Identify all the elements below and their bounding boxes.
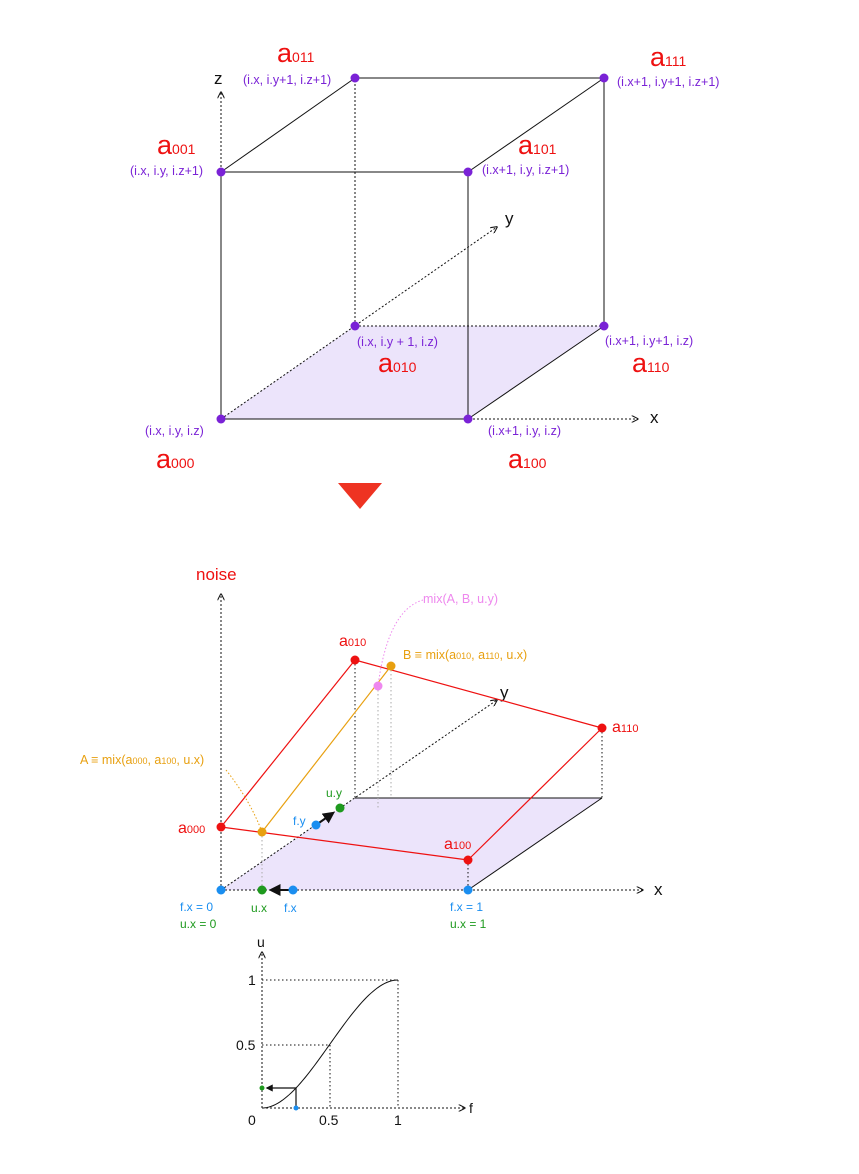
noise-point-a000	[216, 822, 226, 832]
point-fy	[311, 820, 321, 830]
corner-point-101	[463, 167, 473, 177]
label-fx: f.x	[284, 901, 297, 915]
leader-A	[225, 769, 263, 833]
coord-label-100: (i.x+1, i.y, i.z)	[488, 424, 561, 438]
noise-label-a100: a100	[444, 836, 471, 853]
surface-edge	[467, 727, 603, 861]
noise-point-a010	[350, 655, 360, 665]
coord-label-111: (i.x+1, i.y+1, i.z+1)	[617, 75, 719, 89]
point-fx0	[216, 885, 226, 895]
noise-x-label: x	[654, 880, 663, 899]
coord-label-010: (i.x, i.y + 1, i.z)	[357, 335, 438, 349]
noise-floor-edge	[467, 797, 603, 891]
point-fx1	[463, 885, 473, 895]
noise-point-a100	[463, 855, 473, 865]
corner-label-011: a011	[277, 38, 315, 68]
corner-label-000: a000	[156, 444, 195, 474]
noise-label-a110: a110	[612, 719, 638, 736]
corner-label-010: a010	[378, 348, 417, 378]
coord-label-011: (i.x, i.y+1, i.z+1)	[243, 73, 331, 87]
cube-z-label: z	[214, 69, 223, 88]
label-uy: u.y	[326, 786, 342, 800]
corner-label-001: a001	[157, 130, 196, 160]
cube-x-label: x	[650, 408, 659, 427]
label-fx0: f.x = 0	[180, 900, 213, 914]
label-ux: u.x	[251, 901, 267, 915]
label-ux0: u.x = 0	[180, 917, 217, 931]
noise-label-a010: a010	[339, 633, 366, 650]
smoothstep-graph: f u 0 0.5 1 0.5 1	[236, 934, 473, 1128]
corner-point-011	[350, 73, 360, 83]
corner-point-010	[350, 321, 360, 331]
noise-axis-label: noise	[196, 565, 237, 584]
ab-line	[261, 665, 392, 833]
x-tick-label: 0	[248, 1112, 256, 1128]
corner-point-100	[463, 414, 473, 424]
point-fx	[288, 885, 298, 895]
corner-point-110	[599, 321, 609, 331]
x-tick-label: 0.5	[319, 1112, 339, 1128]
noise-diagram: noise x y	[80, 565, 663, 931]
leader-mix	[377, 599, 424, 687]
smoothstep-curve	[261, 979, 399, 1109]
label-B: B ≡ mix(a010, a110, u.x)	[403, 648, 527, 662]
y-tick-label: 1	[248, 972, 256, 988]
cube-floor	[221, 326, 604, 419]
coord-label-110: (i.x+1, i.y+1, i.z)	[605, 334, 693, 348]
surface-edge	[354, 659, 603, 729]
curve-x-axis-label: f	[469, 1100, 473, 1116]
point-mix	[373, 681, 383, 691]
cube-edge	[467, 77, 605, 173]
label-A: A ≡ mix(a000, a100, u.x)	[80, 753, 204, 767]
down-arrow-icon	[338, 483, 382, 509]
surface-edge	[220, 659, 356, 828]
corner-label-110: a110	[632, 348, 670, 378]
corner-point-111	[599, 73, 609, 83]
noise-y-label: y	[500, 683, 509, 702]
y-tick-label: 0.5	[236, 1037, 256, 1053]
label-fx1: f.x = 1	[450, 900, 483, 914]
noise-point-a110	[597, 723, 607, 733]
sample-f-point	[293, 1105, 299, 1111]
coord-label-101: (i.x+1, i.y, i.z+1)	[482, 163, 569, 177]
point-A	[257, 827, 267, 837]
corner-point-001	[216, 167, 226, 177]
label-fy: f.y	[293, 814, 306, 828]
point-B	[386, 661, 396, 671]
label-mix: mix(A, B, u.y)	[423, 592, 498, 606]
corner-label-100: a100	[508, 444, 547, 474]
point-uy	[335, 803, 345, 813]
coord-label-001: (i.x, i.y, i.z+1)	[130, 164, 203, 178]
cube-y-axis	[220, 227, 497, 420]
coord-label-000: (i.x, i.y, i.z)	[145, 424, 204, 438]
curve-y-axis-label: u	[257, 934, 265, 950]
cube-y-label: y	[505, 209, 514, 228]
point-ux	[257, 885, 267, 895]
corner-label-111: a111	[650, 42, 687, 72]
corner-point-000	[216, 414, 226, 424]
sample-u-point	[259, 1085, 265, 1091]
x-tick-label: 1	[394, 1112, 402, 1128]
cube-diagram: x y z a000	[130, 38, 719, 474]
cube-edge	[467, 325, 605, 420]
corner-label-101: a101	[518, 130, 557, 160]
cube-edge	[220, 77, 356, 173]
noise-label-a000: a000	[178, 820, 205, 837]
label-ux1: u.x = 1	[450, 917, 487, 931]
